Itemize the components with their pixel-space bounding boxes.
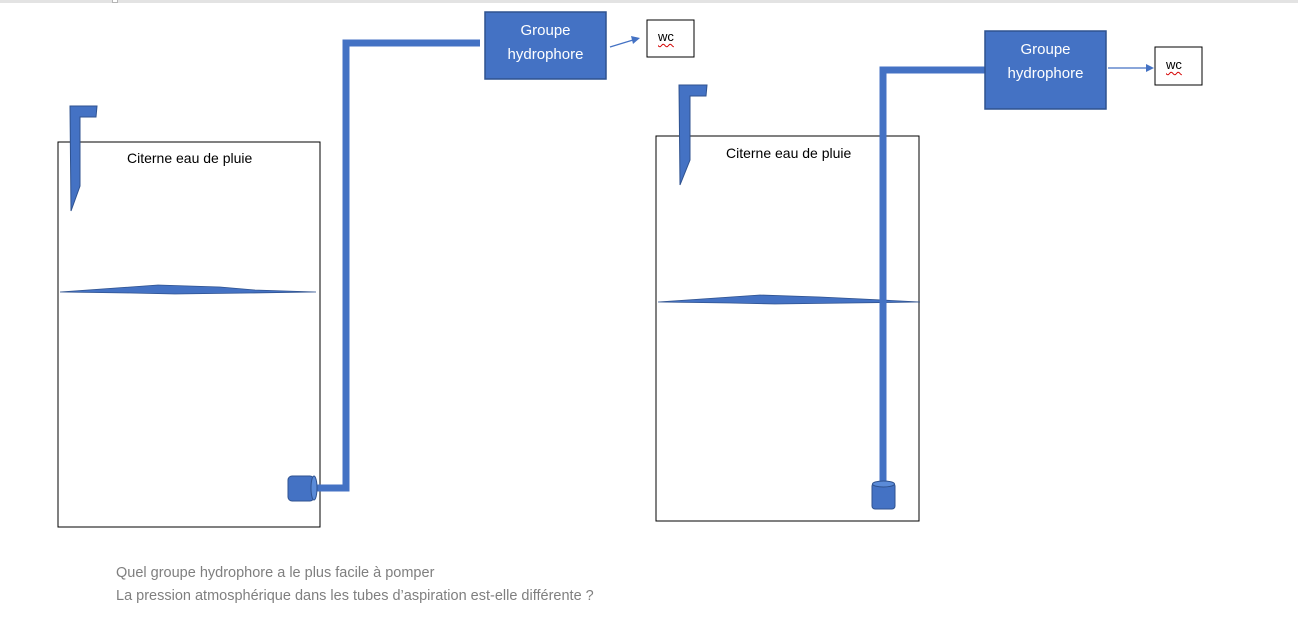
right-pump-group-box xyxy=(984,30,1107,110)
left-inlet-pipe xyxy=(69,105,98,212)
left-pump-group-box xyxy=(484,11,607,80)
left-arrow-head xyxy=(631,36,640,44)
left-foot-valve xyxy=(287,475,318,502)
left-wc-label: wc xyxy=(658,29,674,44)
left-water-surface xyxy=(59,284,317,295)
left-pump-group-label: Groupe hydrophore xyxy=(507,22,584,63)
right-tank xyxy=(655,135,920,522)
right-arrow-head xyxy=(1146,64,1154,72)
ruler-handle[interactable] xyxy=(112,0,118,3)
right-water-surface xyxy=(657,294,921,305)
question-line-2: La pression atmosphérique dans les tubes… xyxy=(116,588,594,604)
document-ruler-bar xyxy=(0,0,1298,3)
right-wc-box xyxy=(1154,46,1203,86)
right-wc-label: wc xyxy=(1166,57,1182,72)
right-inlet-pipe xyxy=(678,84,708,186)
left-arrow-line xyxy=(609,39,634,48)
question-line-1: Quel groupe hydrophore a le plus facile … xyxy=(116,565,435,581)
right-tank-label: Citerne eau de pluie xyxy=(726,145,852,161)
left-tank xyxy=(57,141,321,528)
right-suction-pipe xyxy=(879,66,985,482)
right-pump-group-label: Groupe hydrophore xyxy=(1007,41,1084,82)
left-wc-box xyxy=(646,19,695,58)
right-foot-valve xyxy=(871,480,896,510)
left-tank-label: Citerne eau de pluie xyxy=(127,150,253,166)
left-suction-pipe xyxy=(316,39,480,492)
